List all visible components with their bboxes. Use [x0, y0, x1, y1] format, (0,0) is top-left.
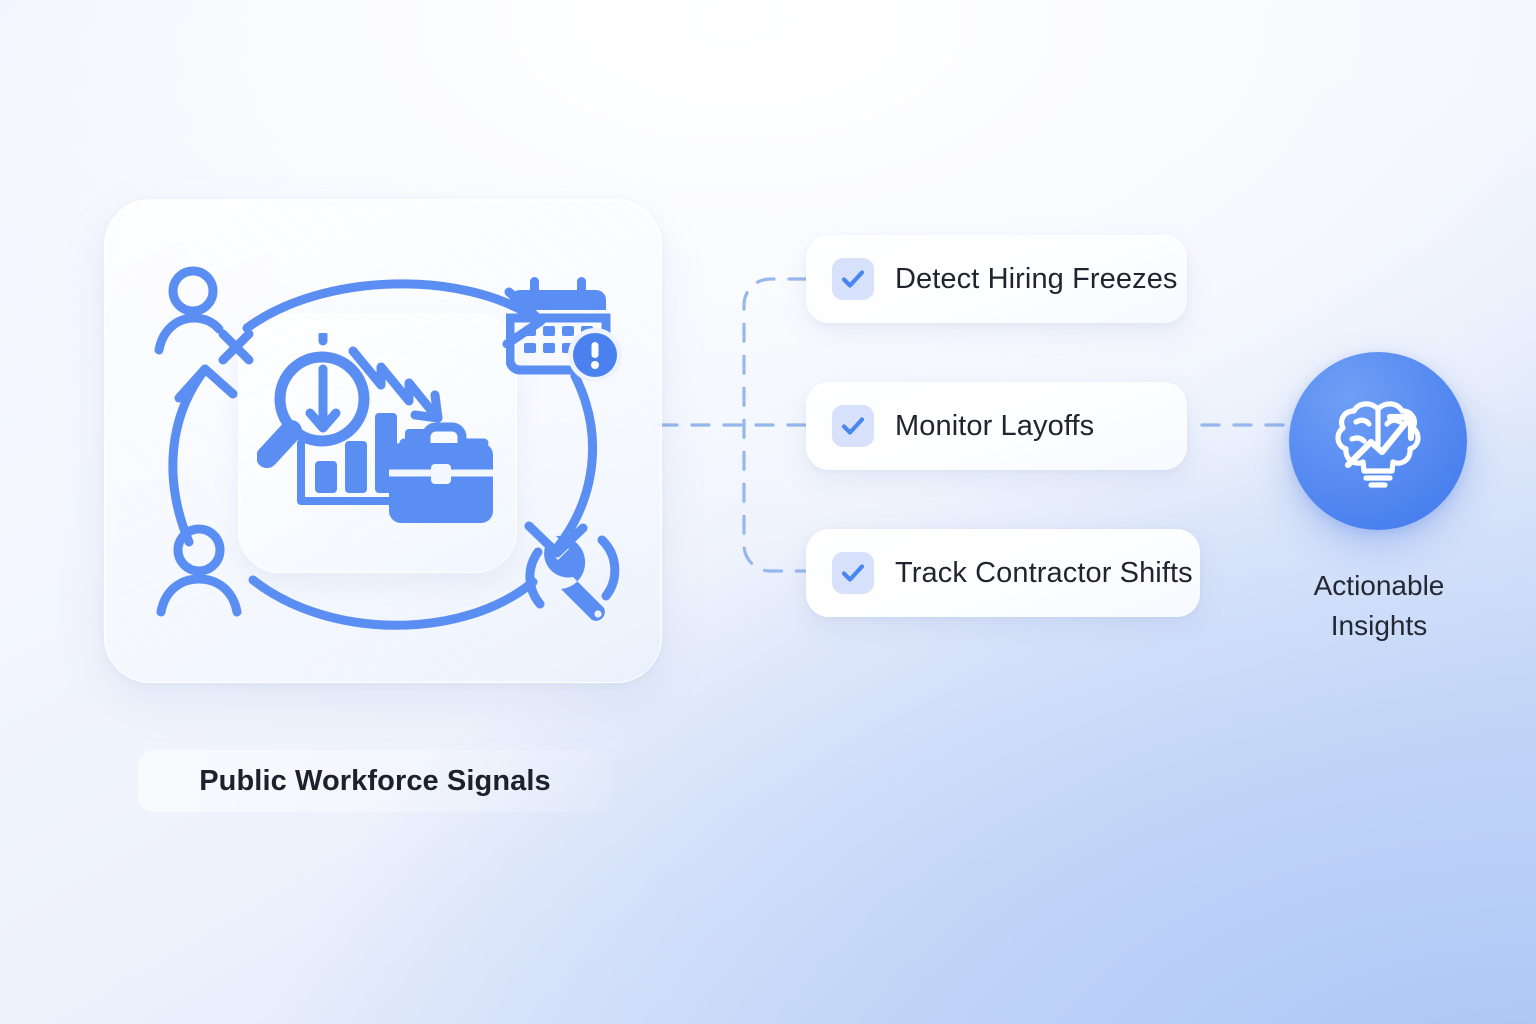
- insight-caption-line-2: Insights: [1330, 610, 1428, 641]
- actionable-insights-node[interactable]: [1289, 352, 1467, 530]
- actionable-insights-caption: Actionable Insights: [1258, 566, 1500, 646]
- connector-trunk: [742, 277, 808, 573]
- checklist-item-monitor-layoffs[interactable]: Monitor Layoffs: [806, 382, 1187, 470]
- check-icon[interactable]: [832, 405, 874, 447]
- checklist-item-label: Monitor Layoffs: [895, 409, 1095, 442]
- checklist-item-label: Track Contractor Shifts: [895, 556, 1193, 589]
- checklist-item-detect-hiring-freezes[interactable]: Detect Hiring Freezes: [806, 235, 1187, 323]
- cycle-arrows-icon: [168, 279, 597, 630]
- brain-growth-idea-icon: [1335, 401, 1421, 488]
- page-title: Public Workforce Signals: [138, 750, 612, 812]
- check-icon[interactable]: [832, 258, 874, 300]
- check-icon[interactable]: [832, 552, 874, 594]
- calendar-alert-icon: [506, 277, 622, 382]
- insight-caption-line-1: Actionable: [1313, 570, 1445, 601]
- checklist-item-track-contractor-shifts[interactable]: Track Contractor Shifts: [806, 529, 1200, 617]
- wrench-icon: [525, 535, 620, 621]
- public-workforce-signals-panel: [104, 199, 662, 683]
- magnifier-declining-chart-briefcase-icon: [257, 333, 493, 523]
- checklist-item-label: Detect Hiring Freezes: [895, 262, 1178, 295]
- user-removed-icon: [154, 266, 254, 365]
- user-icon: [156, 524, 242, 617]
